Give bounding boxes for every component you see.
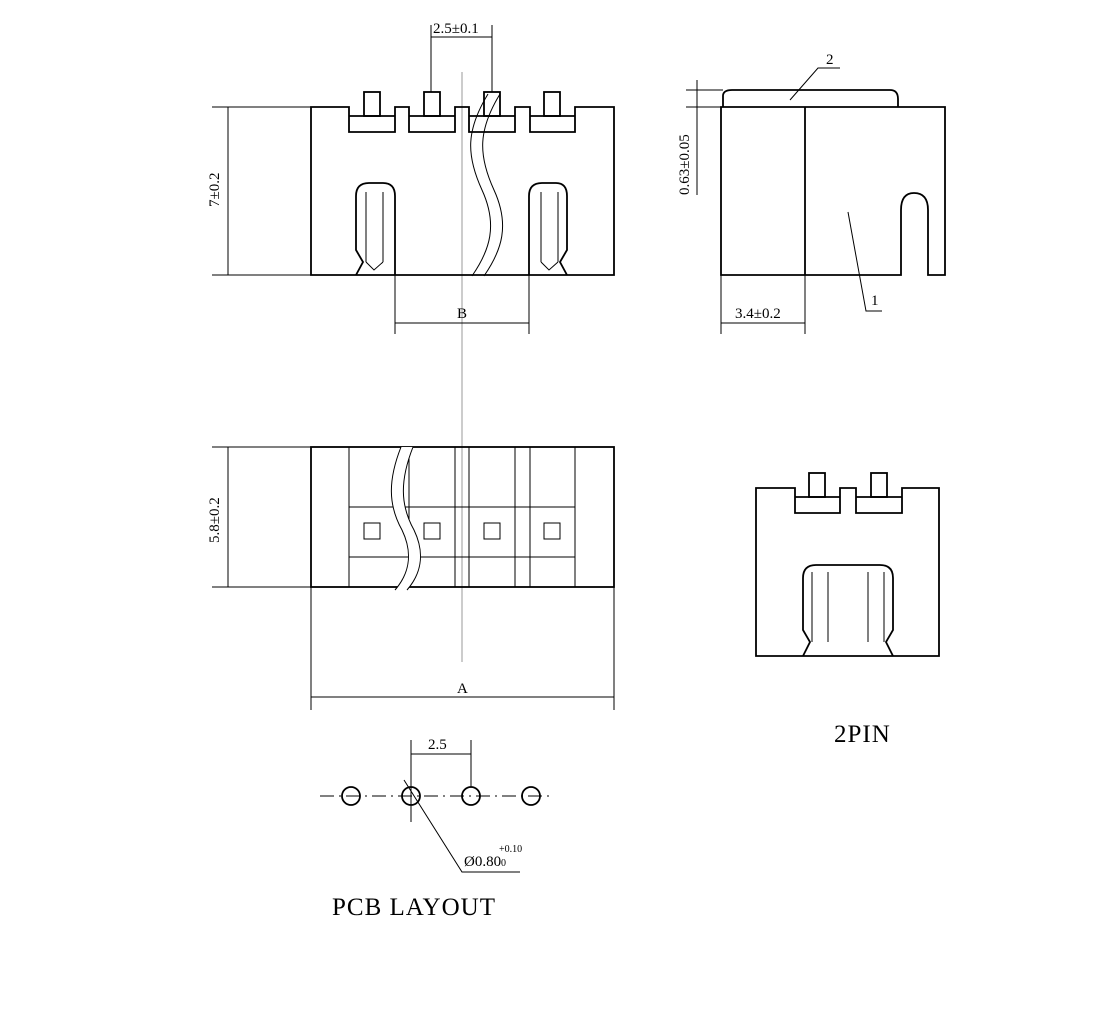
hole-diameter-label: Ø0.80 <box>464 854 501 870</box>
pin-tip <box>808 472 826 498</box>
break-line <box>402 446 421 591</box>
contact-window <box>363 522 381 540</box>
contact-window <box>423 522 441 540</box>
contact-slot-left <box>355 182 396 276</box>
two-pin-caption: 2PIN <box>834 721 891 748</box>
thickness-dimension-label: 0.63±0.05 <box>677 134 693 195</box>
hole-tolerance-zero: 0 <box>501 858 506 869</box>
break-line <box>482 93 504 277</box>
a-dimension-label: A <box>457 681 468 697</box>
pin-tip <box>543 91 561 117</box>
callout-leader-1 <box>847 211 882 312</box>
width-dimension-label: 5.8±0.2 <box>207 497 223 543</box>
two-pin-body-outline <box>755 487 940 657</box>
side-view: 0.63±0.05 3.4±0.2 1 2 <box>677 52 946 334</box>
hole-tolerance-plus: +0.10 <box>499 844 522 855</box>
two-pin-contact-spring <box>811 572 885 642</box>
front-view: 2.5±0.1 7±0.2 B <box>207 21 615 334</box>
pin-tip <box>483 91 501 117</box>
latch-plate <box>722 89 899 107</box>
break-line <box>470 93 492 277</box>
contact-spring-left <box>365 192 384 271</box>
pcb-layout: 2.5 Ø0.80 +0.10 0 PCB LAYOUT <box>320 737 552 921</box>
pcb-layout-caption: PCB LAYOUT <box>332 894 496 921</box>
b-dimension-label: B <box>457 306 467 322</box>
two-pin-view: 2PIN <box>755 472 940 748</box>
contact-slot-right <box>528 182 568 276</box>
top-view-body-outline <box>310 446 615 588</box>
pin-tip <box>363 91 381 117</box>
callout-leader-2 <box>789 67 840 101</box>
hole-callout-leader <box>403 779 520 873</box>
top-view: 5.8±0.2 A <box>207 446 615 710</box>
side-view-body-outline <box>720 106 946 276</box>
break-gap <box>391 447 421 590</box>
pcb-hole <box>341 786 361 806</box>
break-line <box>390 446 409 591</box>
contact-spring-right <box>540 192 559 271</box>
callout-1-label: 1 <box>871 293 879 309</box>
pitch-dimension-label: 2.5±0.1 <box>433 21 479 37</box>
depth-dimension-label: 3.4±0.2 <box>735 306 781 322</box>
two-pin-contact-slot <box>802 564 894 657</box>
callout-2-label: 2 <box>826 52 834 68</box>
pcb-pitch-label: 2.5 <box>428 737 447 753</box>
pcb-hole <box>521 786 541 806</box>
pin-tip <box>423 91 441 117</box>
contact-window <box>543 522 561 540</box>
height-dimension-label: 7±0.2 <box>207 173 223 207</box>
contact-window <box>483 522 501 540</box>
pin-tip <box>870 472 888 498</box>
